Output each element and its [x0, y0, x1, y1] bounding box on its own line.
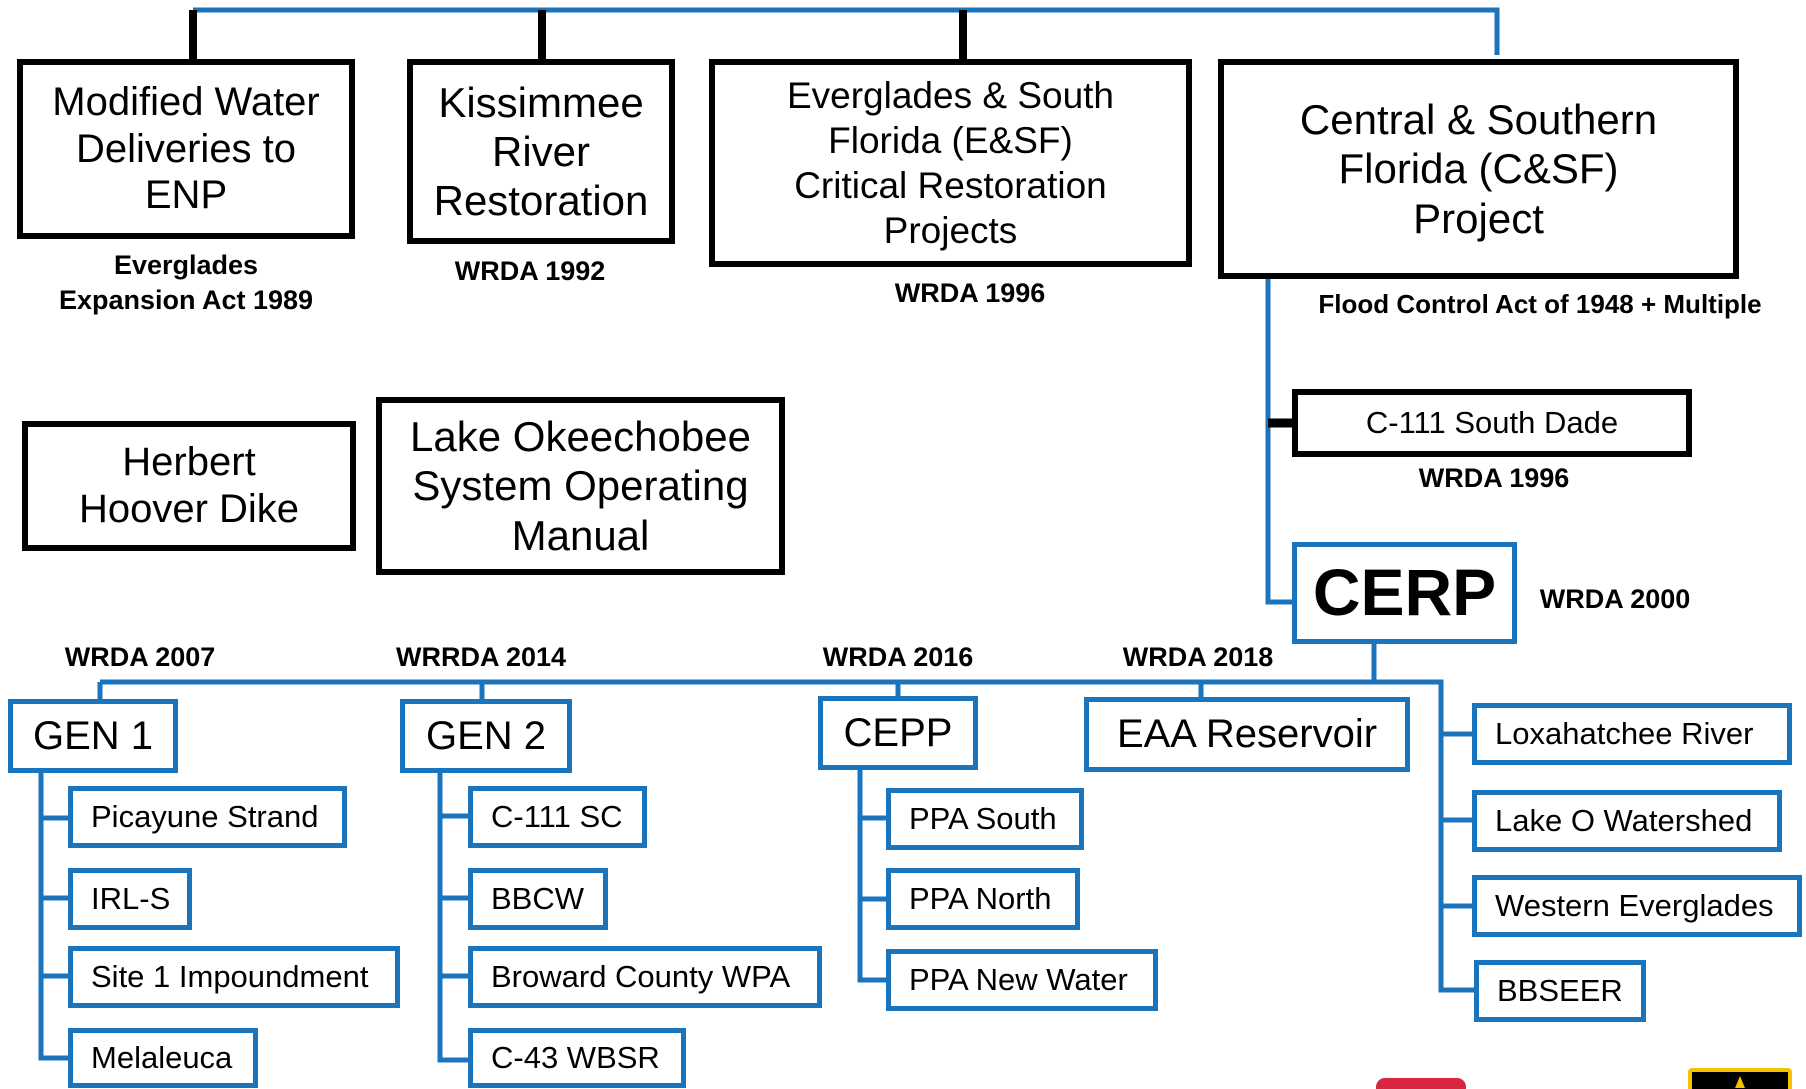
- gen1-item: Site 1 Impoundment: [68, 946, 400, 1008]
- eaa-authority: WRDA 2018: [1122, 642, 1274, 672]
- hoover-box: Herbert Hoover Dike: [22, 421, 356, 551]
- other-project: Western Everglades: [1472, 875, 1802, 937]
- other-project: Loxahatchee River: [1472, 703, 1792, 765]
- csf-to-cerp-line: [1265, 278, 1292, 605]
- cepp-authority: WRDA 2016: [822, 642, 974, 672]
- cepp-tree: [857, 770, 888, 983]
- cepp-item: PPA North: [886, 868, 1080, 930]
- gen1-tree: [38, 770, 70, 1061]
- gen2-item: BBCW: [468, 868, 608, 930]
- c111-authority: WRDA 1996: [1418, 463, 1570, 493]
- gen2-item: C-111 SC: [468, 786, 647, 848]
- gen2-tree: [437, 770, 470, 1063]
- okeechobee-box: Lake Okeechobee System Operating Manual: [376, 397, 785, 575]
- army-star-logo-icon: [1688, 1068, 1792, 1089]
- gen2-authority: WRRDA 2014: [395, 642, 567, 672]
- c111-box: C-111 South Dade: [1292, 389, 1692, 457]
- cepp-box: CEPP: [818, 696, 978, 770]
- kissimmee-box: Kissimmee River Restoration: [407, 59, 675, 244]
- cerp-box: CERP: [1292, 542, 1517, 644]
- csf-box: Central & Southern Florida (C&SF) Projec…: [1218, 59, 1739, 279]
- other-project: Lake O Watershed: [1472, 790, 1782, 852]
- eaa-box: EAA Reservoir: [1084, 697, 1410, 772]
- cepp-item: PPA New Water: [886, 949, 1158, 1011]
- esf-box: Everglades & South Florida (E&SF) Critic…: [709, 59, 1192, 267]
- cerp-authority: WRDA 2000: [1539, 584, 1691, 614]
- csf-authority: Flood Control Act of 1948 + Multiple: [1318, 289, 1762, 319]
- cepp-item: PPA South: [886, 788, 1084, 850]
- gen1-item: IRL-S: [68, 868, 192, 930]
- gen1-authority: WRDA 2007: [64, 642, 216, 672]
- gen1-item: Melaleuca: [68, 1028, 258, 1088]
- cerp-bus: [100, 679, 1474, 993]
- mwd-box: Modified Water Deliveries to ENP: [17, 59, 355, 239]
- gen2-box: GEN 2: [400, 699, 572, 773]
- top-bus-line: [193, 7, 1500, 55]
- gen2-item: C-43 WBSR: [468, 1028, 686, 1088]
- kissimmee-authority: WRDA 1992: [454, 256, 606, 286]
- esf-authority: WRDA 1996: [894, 278, 1046, 308]
- mwd-authority: Everglades Expansion Act 1989: [58, 250, 314, 316]
- other-project: BBSEER: [1474, 960, 1646, 1022]
- gen1-item: Picayune Strand: [68, 786, 347, 848]
- red-logo-icon: [1376, 1078, 1466, 1089]
- gen2-item: Broward County WPA: [468, 946, 822, 1008]
- gen1-box: GEN 1: [8, 699, 178, 773]
